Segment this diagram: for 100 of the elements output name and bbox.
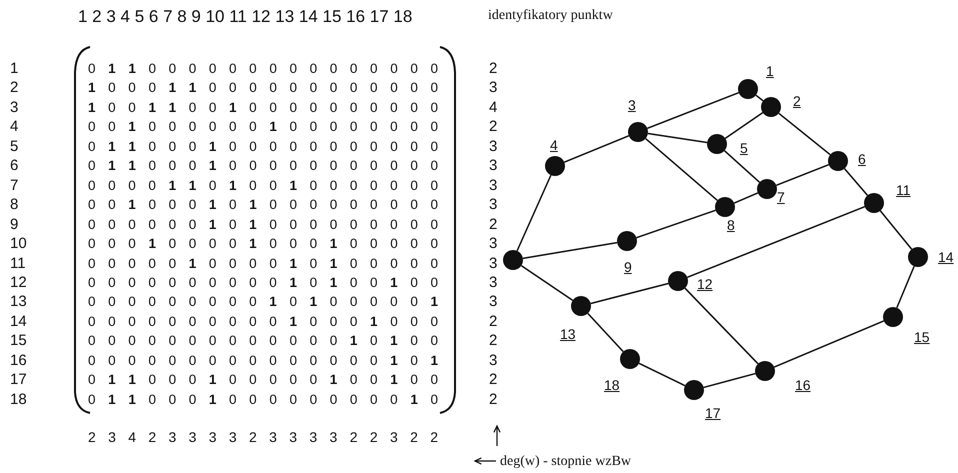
degree-value: 3: [489, 158, 498, 174]
row-identifier: 18: [10, 392, 27, 407]
degree-row: 2 3 4 2 3 3 3 3 2 3 3 3 3 2 2 3 2 2: [88, 430, 438, 444]
vertex-label: 13: [560, 327, 576, 341]
graph-edge: [564, 135, 630, 163]
matrix-row: 0 1 1 0 0 0 1 0 0 0 0 0 0 0 0 0 0 0: [88, 159, 438, 173]
matrix-row: 0 0 0 0 0 0 1 0 1 0 0 0 0 0 0 0 0 0: [88, 218, 438, 232]
row-identifier: 6: [10, 158, 18, 174]
graph-edge: [724, 112, 764, 139]
degree-value: 2: [489, 392, 498, 407]
matrix-row: 0 0 0 0 0 0 0 0 0 0 0 0 0 0 0 1 0 1: [88, 354, 438, 368]
degree-value: 3: [489, 256, 498, 270]
vertex-label: 16: [795, 378, 811, 392]
graph-edge: [516, 174, 552, 252]
degree-value: 3: [489, 138, 498, 154]
vertex-label: 17: [705, 406, 721, 420]
graph-vertex: [738, 79, 758, 99]
graph-edge: [647, 92, 739, 130]
graph-edge: [520, 264, 574, 302]
vertex-label: 3: [628, 98, 636, 112]
graph-vertex: [668, 271, 688, 291]
vertex-label: 1: [766, 64, 774, 78]
matrix-row: 1 0 0 1 1 0 0 1 0 0 0 0 0 0 0 0 0 0: [88, 100, 438, 114]
row-identifier: 13: [10, 294, 27, 310]
graph-vertex: [761, 97, 781, 117]
graph-edge: [724, 150, 760, 183]
degree-value: 3: [489, 294, 498, 310]
row-identifier: 1: [10, 61, 18, 76]
row-identifier: 4: [10, 119, 18, 134]
matrix-row: 0 0 1 0 0 0 1 0 1 0 0 0 0 0 0 0 0 0: [88, 198, 438, 212]
graph-vertex: [908, 247, 928, 267]
row-identifier: 9: [10, 216, 18, 232]
matrix-row: 0 1 1 0 0 0 1 0 0 0 0 0 0 0 0 0 1 0: [88, 392, 438, 406]
matrix-row: 0 1 1 0 0 0 0 0 0 0 0 0 0 0 0 0 0 0: [88, 62, 438, 76]
matrix-row: 0 0 0 0 1 1 0 1 0 0 1 0 0 0 0 0 0 0: [88, 178, 438, 192]
graph-edge: [776, 164, 829, 186]
matrix-row: 0 0 0 1 0 0 0 0 1 0 0 0 1 0 0 0 0 0: [88, 237, 438, 251]
vertex-label: 11: [896, 183, 911, 197]
vertex-label: 12: [697, 277, 713, 291]
graph-edge: [587, 312, 624, 352]
graph-edge: [590, 282, 668, 304]
degree-value: 3: [489, 197, 498, 212]
vertex-label: 14: [938, 250, 954, 264]
matrix-row: 0 0 0 0 0 0 0 0 0 0 0 0 0 1 0 1 0 0: [88, 334, 438, 348]
graph-edge: [636, 210, 716, 238]
graph-edge: [703, 372, 756, 388]
degree-value: 2: [489, 61, 498, 76]
degree-value: 3: [489, 178, 498, 193]
degree-value: 3: [489, 352, 498, 368]
graph-vertex: [545, 156, 565, 176]
matrix-row: 0 1 1 0 0 0 1 0 0 0 0 0 0 0 0 0 0 0: [88, 140, 438, 154]
graph-vertex: [864, 193, 884, 213]
graph-edge: [774, 320, 884, 368]
row-identifier: 16: [10, 352, 27, 368]
degree-value: 2: [489, 333, 498, 348]
matrix-row: 0 0 0 0 0 0 0 0 0 0 1 0 1 0 0 1 0 0: [88, 276, 438, 290]
row-identifier: 12: [10, 274, 27, 290]
graph-vertex: [571, 296, 591, 316]
degree-value: 2: [489, 372, 498, 388]
row-identifier: 8: [10, 197, 18, 212]
graph-vertex: [757, 179, 777, 199]
vertex-label: 8: [727, 218, 735, 232]
degree-value: 3: [489, 80, 498, 96]
graph-vertex: [617, 231, 637, 251]
row-identifier: 7: [10, 178, 18, 193]
matrix-row: 0 0 0 0 0 1 0 0 0 0 1 0 1 0 0 0 0 0: [88, 256, 438, 270]
row-identifier: 15: [10, 333, 27, 348]
graph-edge: [638, 362, 686, 386]
graph-vertex: [503, 250, 523, 270]
matrix-row: 1 0 0 0 1 1 0 0 0 0 0 0 0 0 0 0 0 0: [88, 81, 438, 95]
graph-edge: [844, 168, 868, 196]
graph-edge: [734, 192, 758, 204]
graph-vertex: [620, 349, 640, 369]
row-identifier: 17: [10, 372, 27, 388]
degree-value: 4: [489, 100, 498, 115]
vertex-label: 18: [604, 378, 620, 392]
graph-edge: [684, 288, 759, 364]
graph-vertex: [828, 151, 848, 171]
graph-vertex: [628, 122, 648, 142]
graph-edge: [687, 206, 865, 278]
row-identifier: 11: [10, 256, 26, 270]
matrix-row: 0 0 0 0 0 0 0 0 0 0 1 0 0 0 1 0 0 0: [88, 314, 438, 328]
graph-vertex: [684, 380, 704, 400]
vertex-label: 5: [740, 141, 748, 155]
matrix-row: 0 0 1 0 0 0 0 0 0 1 0 0 0 0 0 0 0 0: [88, 120, 438, 134]
vertex-label: 9: [624, 260, 632, 274]
vertex-label: 7: [777, 190, 785, 204]
graph-vertex: [883, 307, 903, 327]
degree-value: 2: [489, 119, 498, 134]
graph-vertex: [707, 134, 727, 154]
graph-edge: [880, 210, 912, 250]
row-identifier: 3: [10, 100, 18, 115]
row-identifier: 10: [10, 236, 27, 252]
graph-edge: [755, 94, 764, 102]
degree-value: 2: [489, 314, 498, 329]
row-identifier: 14: [10, 314, 27, 329]
matrix-row: 0 0 0 0 0 0 0 0 0 1 0 1 0 0 0 0 0 1: [88, 295, 438, 309]
degree-value: 3: [489, 274, 498, 290]
vertex-label: 4: [550, 138, 558, 152]
vertex-label: 6: [858, 152, 866, 166]
